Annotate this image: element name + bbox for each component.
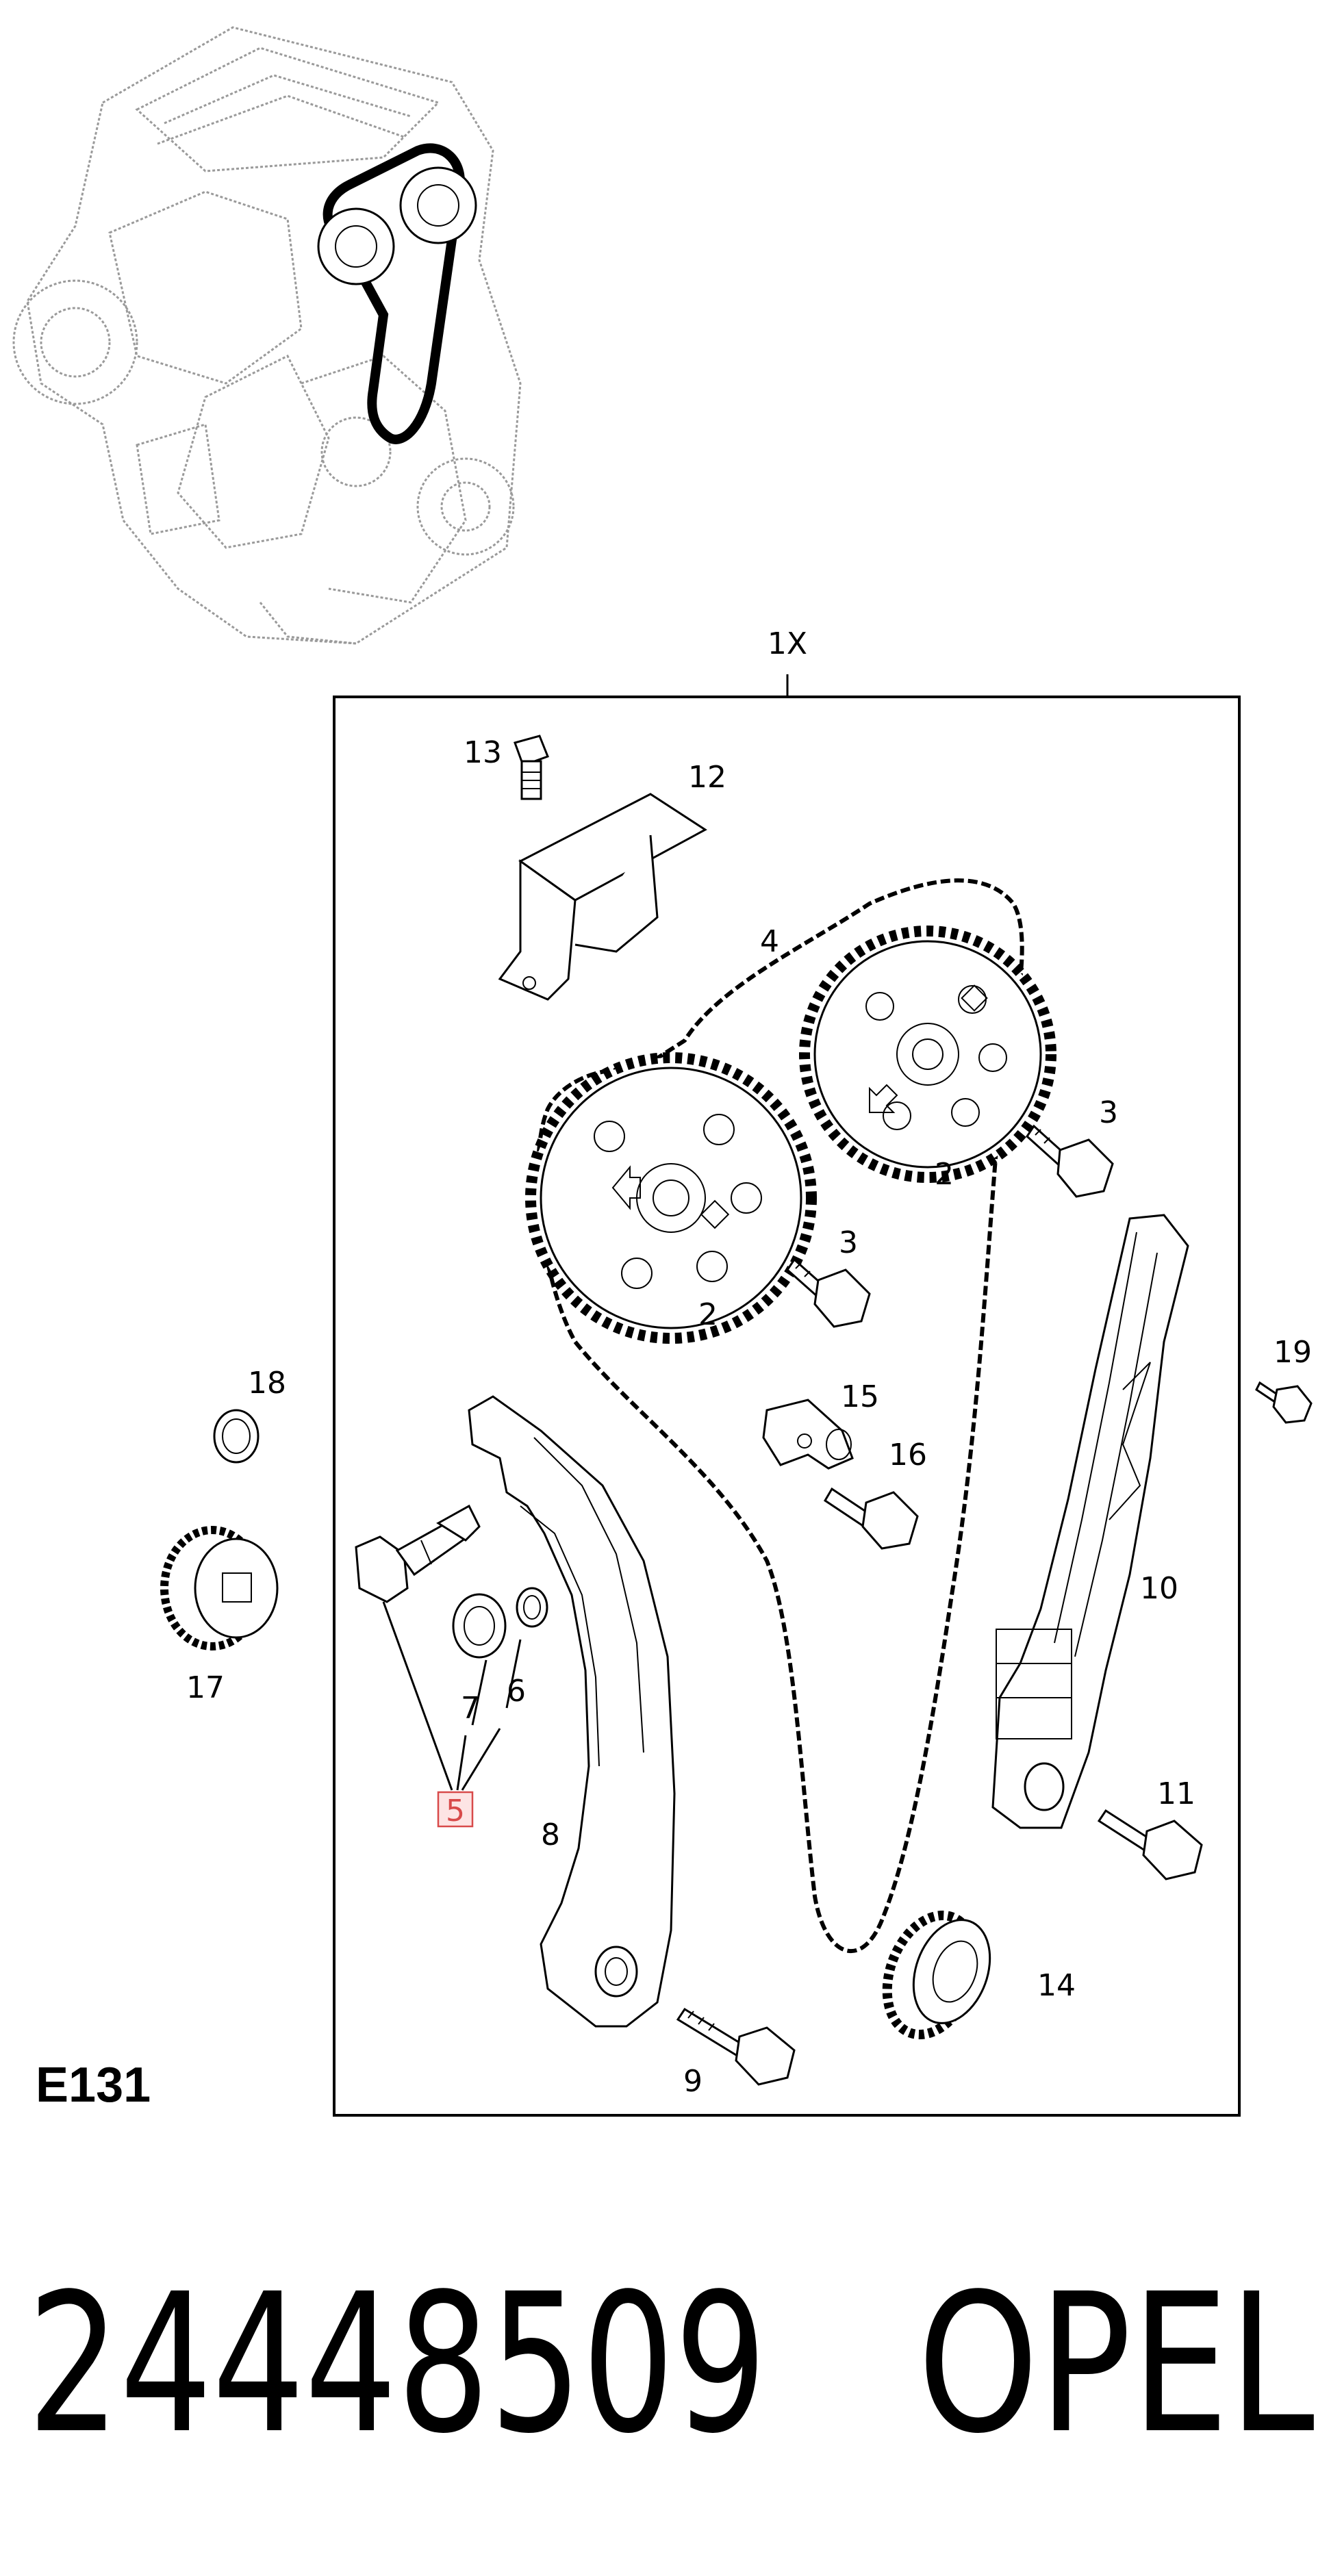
tensioner-rail-10: 10 [991,1214,1189,1829]
callout-11: 11 [1157,1776,1195,1811]
callout-12: 12 [688,760,726,795]
pivot-bolt-5 [355,1504,481,1603]
callout-13: 13 [464,735,502,770]
bolt-16: 16 [823,1438,927,1550]
callout-2-left: 2 [698,1297,718,1332]
callout-14: 14 [1037,1968,1076,2003]
bolt-19: 19 [1255,1335,1313,1424]
seal-ring-18: 18 [213,1366,286,1464]
bracket-15: 15 [762,1379,879,1470]
section-code: E131 [36,2058,151,2113]
assembly-frame: 1X [333,626,1241,2117]
callout-18: 18 [248,1366,286,1401]
callout-9: 9 [683,2064,702,2099]
washer-7: 7 [452,1593,507,1726]
bolt-11: 11 [1097,1776,1203,1880]
bolt-13: 13 [464,735,549,800]
callout-2-right: 2 [935,1157,954,1192]
callout-8: 8 [541,1818,560,1852]
sprocket-bolt-3-lower: 3 [786,1225,871,1328]
screw-plug-17: 17 [160,1526,279,1705]
bolt-9: 9 [676,2007,796,2099]
callout-10: 10 [1140,1571,1178,1606]
camshaft-sprocket-left-2: 2 [525,1052,817,1344]
callout-7: 7 [461,1691,480,1726]
callout-15: 15 [841,1379,879,1414]
chain-guide-bracket-12: 12 [498,760,726,1001]
callout-5: 5 [446,1794,465,1828]
callout-17: 17 [186,1670,225,1705]
callout-3-lower: 3 [839,1225,858,1260]
seal-ring-6: 6 [507,1587,548,1709]
crankshaft-sprocket-14: 14 [882,1910,1076,2040]
camshaft-sprocket-right-2: 2 [799,926,1056,1192]
engine-overview-illustration [12,26,522,645]
sprocket-bolt-3-upper: 3 [1026,1095,1118,1198]
callout-5-highlight [437,1791,474,1828]
callout-3-upper: 3 [1099,1095,1118,1130]
chain-guide-8: 8 [468,1395,676,2028]
brand-name: OPEL [917,2253,1315,2476]
callout-5-leaders: 5 [382,1601,522,1828]
part-number: 24448509 [27,2253,767,2476]
callout-4: 4 [760,924,779,959]
assembly-label: 1X [768,626,807,661]
callout-19: 19 [1274,1335,1312,1370]
callout-16: 16 [889,1438,927,1472]
